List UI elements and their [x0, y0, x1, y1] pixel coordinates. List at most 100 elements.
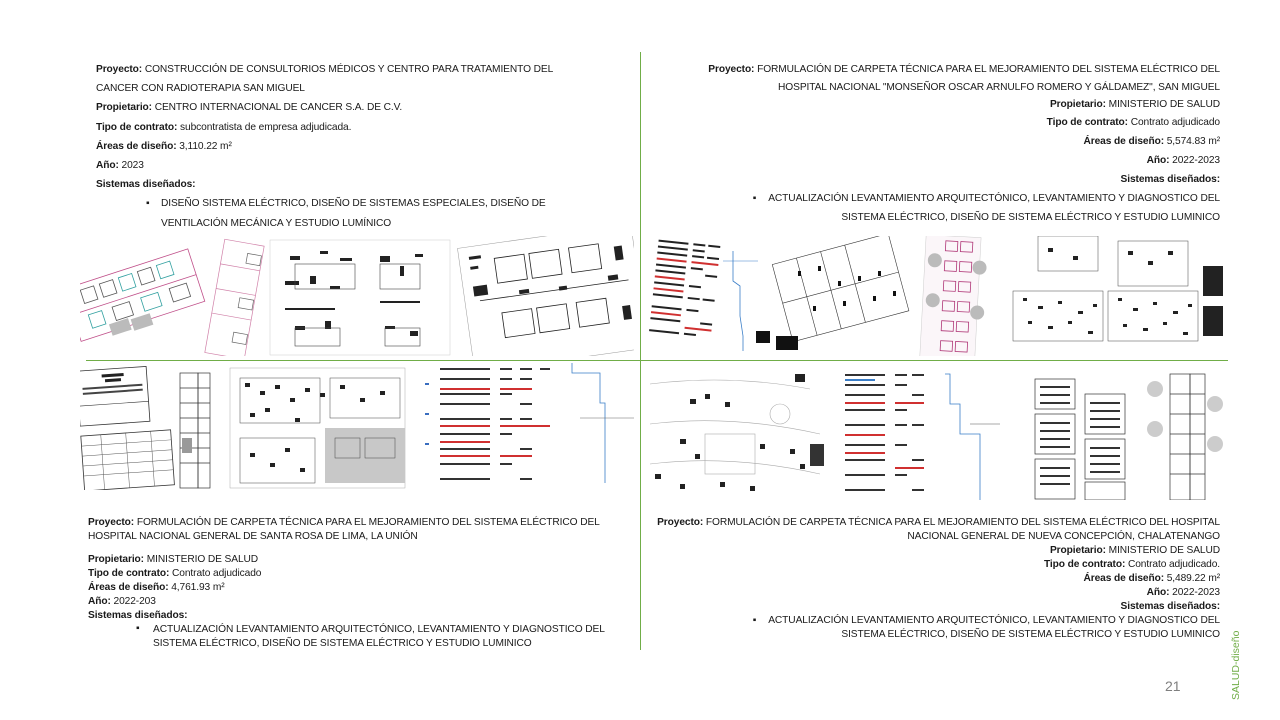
blueprint-image-top-right: [648, 236, 1230, 356]
areas-label: Áreas de diseño:: [96, 140, 177, 152]
areas-value: 5,489.22 m²: [1164, 573, 1220, 584]
systems-text-line2: SISTEMA ELÉCTRICO, DISEÑO DE SISTEMA ELÉ…: [841, 629, 1220, 640]
year: Año: 2023: [96, 156, 636, 175]
project-card-bottom-right: Proyecto: FORMULACIÓN DE CARPETA TÉCNICA…: [650, 516, 1220, 642]
areas-value: 4,761.93 m²: [168, 582, 225, 593]
systems-list-item: ▪ ACTUALIZACIÓN LEVANTAMIENTO ARQUITECTÓN…: [650, 614, 1220, 642]
year: Año: 2022-203: [88, 595, 633, 609]
anio-value: 2022-2023: [1169, 155, 1220, 166]
blueprint-drawing: [650, 369, 1223, 500]
anio-label: Año:: [1146, 155, 1170, 166]
propietario-label: Propietario:: [96, 102, 152, 114]
blueprint-drawing: [80, 363, 634, 490]
section-label: SALUD-diseño: [1230, 630, 1242, 700]
bullet-icon: ▪: [136, 623, 140, 634]
project-title: Proyecto: CONSTRUCCIÓN DE CONSULTORIOS M…: [96, 60, 636, 79]
project-title: Proyecto: FORMULACIÓN DE CARPETA TÉCNICA…: [88, 516, 633, 530]
systems-heading: Sistemas diseñados:: [650, 600, 1221, 614]
anio-value: 2022-2023: [1169, 587, 1220, 598]
proyecto-value: FORMULACIÓN DE CARPETA TÉCNICA PARA EL M…: [703, 517, 1220, 528]
sistemas-label: Sistemas diseñados:: [1120, 601, 1221, 612]
project-title: Proyecto: FORMULACIÓN DE CARPETA TÉCNICA…: [650, 516, 1220, 530]
systems-text-line1: ACTUALIZACIÓN LEVANTAMIENTO ARQUITECTÓNI…: [768, 193, 1220, 204]
contract-type: Tipo de contrato: subcontratista de empr…: [96, 118, 636, 137]
contract-type: Tipo de contrato: Contrato adjudicado: [88, 567, 633, 581]
propietario-value: CENTRO INTERNACIONAL DE CANCER S.A. DE C…: [151, 102, 403, 114]
year: Año: 2022-2023: [660, 151, 1220, 170]
design-area: Áreas de diseño: 5,489.22 m²: [650, 572, 1221, 586]
contrato-value: Contrato adjudicado.: [1125, 559, 1220, 570]
blueprint-image-top-left: [80, 236, 634, 356]
anio-label: Año:: [88, 596, 111, 607]
proyecto-value: CONSTRUCCIÓN DE CONSULTORIOS MÉDICOS Y C…: [142, 64, 554, 75]
year: Año: 2022-2023: [650, 586, 1220, 600]
systems-heading: Sistemas diseñados:: [96, 175, 636, 194]
blueprint-image-bottom-left: [80, 363, 634, 490]
contract-type: Tipo de contrato: Contrato adjudicado: [660, 113, 1220, 132]
propietario-value: MINISTERIO DE SALUD: [1105, 545, 1220, 556]
project-title-cont: NACIONAL GENERAL DE NUEVA CONCEPCIÓN, CH…: [907, 531, 1220, 542]
sistemas-label: Sistemas diseñados:: [88, 610, 188, 621]
project-title-cont: HOSPITAL NACIONAL "MONSEÑOR OSCAR ARNULF…: [778, 82, 1220, 93]
propietario-label: Propietario:: [88, 554, 144, 565]
blueprint-drawing: [649, 236, 1230, 356]
systems-list-item: ▪ ACTUALIZACIÓN LEVANTAMIENTO ARQUITECTÓ…: [88, 623, 633, 651]
propietario-label: Propietario:: [1049, 545, 1106, 556]
proyecto-value: FORMULACIÓN DE CARPETA TÉCNICA PARA EL M…: [754, 64, 1220, 75]
contrato-value: Contrato adjudicado: [169, 568, 262, 579]
horizontal-divider: [86, 360, 1228, 361]
proyecto-label: Proyecto:: [708, 64, 755, 75]
anio-label: Año:: [1146, 587, 1170, 598]
areas-value: 3,110.22 m²: [176, 140, 232, 152]
page-number: 21: [1165, 678, 1181, 694]
contrato-label: Tipo de contrato:: [1046, 117, 1128, 128]
owner: Propietario: MINISTERIO DE SALUD: [88, 553, 633, 567]
anio-value: 2023: [118, 159, 144, 171]
systems-text-line1: ACTUALIZACIÓN LEVANTAMIENTO ARQUITECTÓNI…: [768, 615, 1220, 626]
contrato-label: Tipo de contrato:: [96, 121, 178, 133]
contract-type: Tipo de contrato: Contrato adjudicado.: [650, 558, 1220, 572]
propietario-value: MINISTERIO DE SALUD: [1105, 99, 1220, 110]
contrato-label: Tipo de contrato:: [1043, 559, 1126, 570]
design-area: Áreas de diseño: 5,574.83 m²: [660, 132, 1221, 151]
project-title: Proyecto: FORMULACIÓN DE CARPETA TÉCNICA…: [660, 60, 1220, 79]
owner: Propietario: MINISTERIO DE SALUD: [660, 96, 1220, 113]
contrato-label: Tipo de contrato:: [88, 568, 170, 579]
project-title-cont: CANCER CON RADIOTERAPIA SAN MIGUEL: [96, 83, 305, 95]
blueprint-image-bottom-right: [650, 364, 1228, 500]
bullet-icon: ▪: [146, 198, 150, 210]
areas-label: Áreas de diseño:: [88, 582, 169, 593]
bullet-icon: ▪: [752, 193, 757, 204]
proyecto-label: Proyecto:: [657, 517, 704, 528]
systems-heading: Sistemas diseñados:: [88, 609, 633, 623]
owner: Propietario: MINISTERIO DE SALUD: [650, 544, 1220, 558]
systems-heading: Sistemas diseñados:: [660, 170, 1221, 189]
project-card-bottom-left: Proyecto: FORMULACIÓN DE CARPETA TÉCNICA…: [88, 516, 633, 651]
systems-list-item: ▪ ACTUALIZACIÓN LEVANTAMIENTO ARQUITECTÓN…: [660, 189, 1220, 227]
systems-text-line2: SISTEMA ELÉCTRICO, DISEÑO DE SISTEMA ELÉ…: [841, 212, 1220, 223]
proyecto-label: Proyecto:: [88, 517, 135, 528]
areas-label: Áreas de diseño:: [1083, 573, 1165, 584]
contrato-value: Contrato adjudicado: [1127, 117, 1220, 128]
systems-text-line1: DISEÑO SISTEMA ELÉCTRICO, DISEÑO DE SIST…: [161, 198, 546, 210]
proyecto-label: Proyecto:: [96, 64, 143, 75]
project-title-cont: HOSPITAL NACIONAL GENERAL DE SANTA ROSA …: [88, 531, 418, 542]
anio-value: 2022-203: [110, 596, 156, 607]
bullet-icon: ▪: [752, 615, 757, 626]
systems-text-line1: ACTUALIZACIÓN LEVANTAMIENTO ARQUITECTÓNI…: [153, 624, 605, 635]
proyecto-value: FORMULACIÓN DE CARPETA TÉCNICA PARA EL M…: [134, 517, 600, 528]
project-card-top-right: Proyecto: FORMULACIÓN DE CARPETA TÉCNICA…: [660, 60, 1220, 227]
contrato-value: subcontratista de empresa adjudicada.: [177, 121, 352, 133]
vertical-divider: [640, 52, 641, 650]
systems-list-item-cont: VENTILACIÓN MECÁNICA Y ESTUDIO LUMÍNICO: [96, 214, 636, 233]
spacer: [88, 544, 633, 553]
owner: Propietario: CENTRO INTERNACIONAL DE CAN…: [96, 98, 636, 117]
areas-value: 5,574.83 m²: [1164, 136, 1220, 147]
anio-label: Año:: [96, 159, 119, 171]
design-area: Áreas de diseño: 4,761.93 m²: [88, 581, 633, 595]
sistemas-label: Sistemas diseñados:: [1120, 174, 1221, 185]
areas-label: Áreas de diseño:: [1083, 136, 1165, 147]
design-area: Áreas de diseño: 3,110.22 m²: [96, 137, 636, 156]
sistemas-label: Sistemas diseñados:: [96, 179, 196, 191]
blueprint-drawing: [80, 236, 634, 356]
